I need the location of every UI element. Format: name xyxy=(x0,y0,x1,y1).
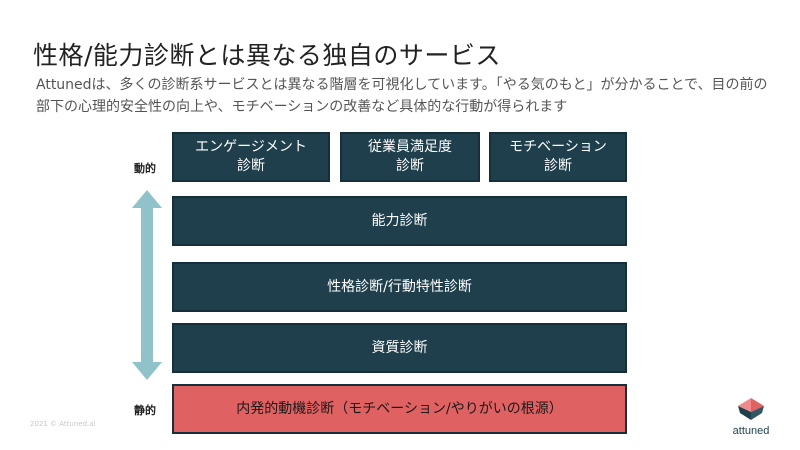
box-engagement-diagnosis: エンゲージメント 診断 xyxy=(172,132,330,182)
axis-label-dynamic: 動的 xyxy=(134,162,156,175)
axis-label-static: 静的 xyxy=(134,404,156,417)
box-ability-diagnosis: 能力診断 xyxy=(172,196,627,246)
attuned-logo: attuned xyxy=(730,398,772,437)
logo-text: attuned xyxy=(732,425,770,437)
attuned-logo-icon xyxy=(738,398,764,420)
box-motivation-diagnosis: モチベーション 診断 xyxy=(489,132,627,182)
box-aptitude-diagnosis: 資質診断 xyxy=(172,323,627,373)
box-employee-satisfaction-diagnosis: 従業員満足度 診断 xyxy=(340,132,480,182)
slide-title: 性格/能力診断とは異なる独自のサービス xyxy=(33,41,501,70)
box-intrinsic-motivation-diagnosis: 内発的動機診断（モチベーション/やりがいの根源） xyxy=(172,384,627,434)
double-arrow-icon xyxy=(132,190,162,380)
box-personality-diagnosis: 性格診断/行動特性診断 xyxy=(172,262,627,312)
copyright-text: 2021 © Attuned.ai xyxy=(30,420,96,428)
slide-subtitle: Attunedは、多くの診断系サービスとは異なる階層を可視化しています。「やる気… xyxy=(36,77,768,115)
